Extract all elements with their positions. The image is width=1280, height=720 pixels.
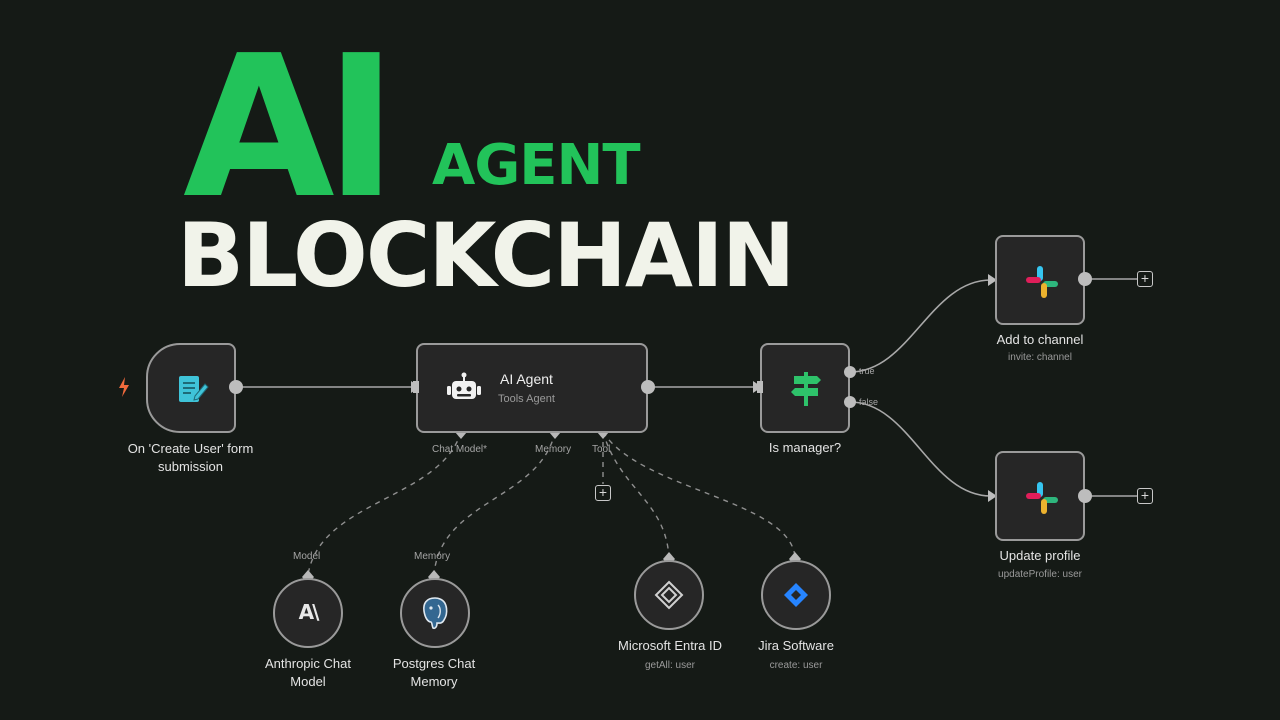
anthropic-icon: A\ xyxy=(298,600,320,624)
arrow-into-update xyxy=(988,490,997,502)
add-to-channel-label: Add to channel xyxy=(996,332,1084,347)
add-to-channel-node[interactable] xyxy=(995,235,1085,325)
postgres-chat-memory-label: Postgres Chat Memory xyxy=(392,656,476,689)
edge-false-update xyxy=(849,401,992,497)
add-after-channel-button[interactable]: + xyxy=(1137,271,1153,287)
agent-input-port[interactable] xyxy=(413,381,419,393)
headline-agent: AGENT xyxy=(432,133,641,198)
ai-agent-subtitle: Tools Agent xyxy=(498,393,555,405)
branch-label-true: true xyxy=(859,366,875,376)
jira-software-sublabel: create: user xyxy=(769,660,823,671)
headline-blockchain: BLOCKCHAIN xyxy=(177,204,795,307)
port-label-chat-model: Chat Model* xyxy=(432,444,488,455)
edge-tool-entra xyxy=(602,431,670,558)
condition-input-port[interactable] xyxy=(757,381,763,393)
jira-software-node[interactable] xyxy=(761,560,831,630)
add-after-profile-button[interactable]: + xyxy=(1137,488,1153,504)
is-manager-node[interactable] xyxy=(760,343,850,433)
port-label-memory: Memory xyxy=(535,444,572,455)
condition-true-port[interactable] xyxy=(844,366,856,378)
microsoft-entra-id-label: Microsoft Entra ID xyxy=(617,638,723,653)
branch-label-false: false xyxy=(859,397,879,407)
update-profile-sublabel: updateProfile: user xyxy=(998,569,1082,580)
arrow-into-add xyxy=(988,274,997,286)
edge-memory xyxy=(433,431,556,576)
microsoft-entra-id-node[interactable] xyxy=(634,560,704,630)
headline-ai: AI xyxy=(183,14,398,242)
agent-output-port[interactable] xyxy=(641,380,655,394)
update-profile-node[interactable] xyxy=(995,451,1085,541)
anthropic-chat-model-node[interactable]: A\ xyxy=(273,578,343,648)
ai-agent-title: AI Agent xyxy=(500,371,553,387)
trigger-label: On 'Create User' form submission xyxy=(127,441,254,474)
sub-port-label-model: Model xyxy=(293,551,321,562)
ai-agent-node[interactable]: AI Agent Tools Agent xyxy=(416,343,648,433)
sub-connections xyxy=(307,431,796,576)
is-manager-label: Is manager? xyxy=(768,440,842,455)
condition-false-port[interactable] xyxy=(844,396,856,408)
add-to-channel-sublabel: invite: channel xyxy=(1008,352,1072,363)
edge-tool-jira xyxy=(602,431,796,558)
update-profile-label: Update profile xyxy=(999,548,1081,563)
trigger-output-port[interactable] xyxy=(229,380,243,394)
postgres-chat-memory-node[interactable] xyxy=(400,578,470,648)
robot-icon xyxy=(447,372,481,399)
slack-icon xyxy=(1026,482,1058,514)
add-channel-output-port[interactable] xyxy=(1078,272,1092,286)
trigger-node[interactable] xyxy=(146,343,236,433)
microsoft-entra-id-sublabel: getAll: user xyxy=(644,660,696,671)
postgres-icon xyxy=(423,597,448,630)
form-edit-icon xyxy=(179,376,209,402)
entra-id-icon xyxy=(654,580,684,610)
main-connections xyxy=(236,278,1137,497)
jira-software-label: Jira Software xyxy=(758,638,834,653)
add-tool-button[interactable]: + xyxy=(595,485,611,501)
jira-icon xyxy=(784,583,808,607)
sub-port-label-memory: Memory xyxy=(414,551,451,562)
port-label-tool: Tool xyxy=(592,444,611,455)
lightning-bolt-icon xyxy=(119,377,129,397)
anthropic-chat-model-label: Anthropic Chat Model xyxy=(265,656,351,689)
signpost-icon xyxy=(791,372,821,406)
edge-true-add xyxy=(849,279,992,373)
update-profile-output-port[interactable] xyxy=(1078,489,1092,503)
slack-icon xyxy=(1026,266,1058,298)
